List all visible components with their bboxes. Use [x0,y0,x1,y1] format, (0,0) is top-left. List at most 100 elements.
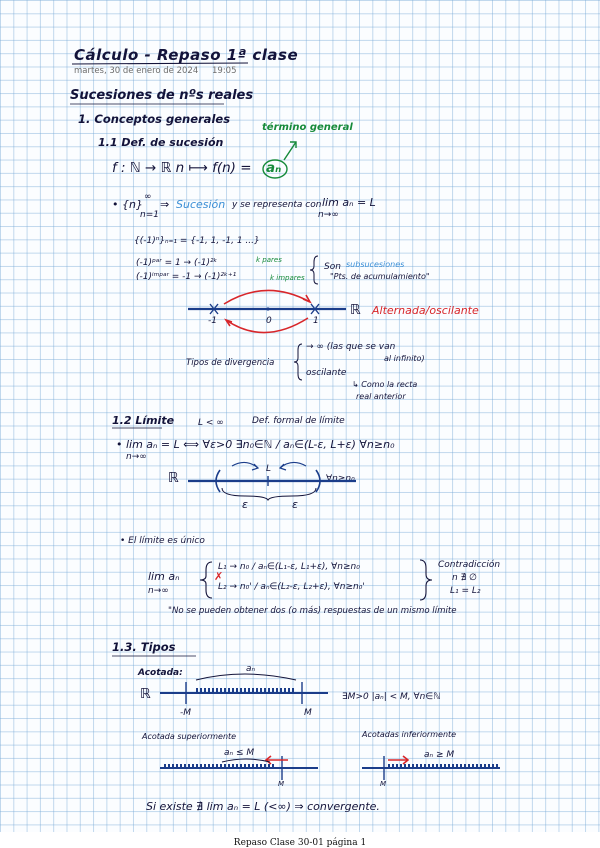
subsection-1-2-heading: 1.2 Límite [112,414,175,427]
interval-right-paren [315,469,321,493]
tick-one: 1 [313,316,319,326]
arc-bottom-head [224,318,233,327]
par-line: (-1)ᵖᵃʳ = 1 → (-1)²ᵏ [136,258,218,268]
uniqueness-right-brace [419,559,433,601]
pts-acumulamiento: "Pts. de acumulamiento" [330,272,430,281]
def-formal-label: Def. formal de límite [252,416,345,426]
bound-ticks [185,682,303,704]
title-underline [71,62,249,65]
sucesion-word: Sucesión [176,198,226,211]
bounded-brace [195,673,297,681]
limit-an-sub: n→∞ [148,586,169,596]
acotada-label: Acotada: [138,668,183,678]
sup-condition: aₙ ≤ M [224,748,255,758]
cross-one [310,303,320,315]
date-stamp: martes, 30 de enero de 2024 [74,66,199,76]
tick-neg-one: -1 [208,316,217,326]
alternada-label: Alternada/oscilante [372,304,479,317]
page-footer: Repaso Clase 30-01 página 1 [233,838,367,848]
forall-n: ∀n≥n₀ [326,474,355,484]
div-recta-b: real anterior [356,392,406,401]
uniqueness-note: "No se pueden obtener dos (o más) respue… [168,606,457,616]
bounded-condition: ∃M>0 |aₙ| < M, ∀n∈ℕ [342,692,441,702]
epsilon-right: ε [292,498,298,511]
axis-label-R: ℝ [350,302,361,318]
contradiccion-3: L₁ = L₂ [450,586,481,596]
div-infinito: → ∞ (las que se van [306,342,396,352]
M-label: M [304,708,312,718]
div-infinito-b: al infinito) [384,354,425,363]
axis-label-R-3: ℝ [140,686,151,702]
approach-right-head [278,463,287,471]
interval-left-paren [215,469,221,493]
limit-definition: • lim aₙ = L ⟺ ∀ε>0 ∃n₀∈ℕ / aₙ∈(L-ε, L+ε… [116,438,395,451]
contradiccion-label: Contradicción [438,560,501,570]
example-set: {(-1)ⁿ}ₙ₌₁ = {-1, 1, -1, 1 ...} [134,236,260,246]
sequence-sup: ∞ [144,192,152,202]
subsection-1-3-heading: 1.3. Tipos [112,640,176,654]
l1-condition: L₁ → n₀ / aₙ∈(L₁-ε, L₁+ε), ∀n≥n₀ [218,562,360,572]
cross-neg-one [209,303,219,315]
sequence-arrow: ⇒ [160,198,170,211]
limit-unique: • El límite es único [120,536,205,546]
approach-right [279,461,307,469]
inf-condition: aₙ ≥ M [424,750,455,760]
termino-general-label: término general [262,122,353,133]
representa-text: y se representa con [232,200,322,210]
div-recta: ↳ Como la recta [352,380,418,389]
arc-bottom [225,317,309,334]
neg-M-label: -M [180,708,192,718]
limit-L-label: L [266,464,272,474]
subsection-1-1-heading: 1.1 Def. de sucesión [98,136,224,149]
limit-condition: L < ∞ [198,418,224,428]
div-oscilante: oscilante [306,368,347,378]
sequence-notation: • {n} [112,198,143,211]
contradiccion-2: n ∄ ∅ [452,573,477,583]
inf-M-label: M [380,780,387,788]
impar-line: (-1)ⁱᵐᵖᵃʳ = -1 → (-1)²ᵏ⁺¹ [136,272,237,282]
upper-brace [221,758,271,763]
lower-red-arrowhead [402,755,410,765]
sequence-sub: n=1 [140,210,159,220]
mapping-formula: f : ℕ → ℝ n ⟼ f(n) = [112,160,252,176]
par-brace [309,255,319,285]
limit-notation: lim aₙ = L [322,196,376,209]
limit-sub: n→∞ [318,210,339,220]
axis-label-R-2: ℝ [168,470,179,486]
divergence-brace [293,343,303,381]
approach-left [231,461,259,469]
section-1-heading: 1. Conceptos generales [78,112,231,126]
par-note: k pares [256,256,282,264]
sup-M-label: M [278,780,285,788]
limit-def-sub: n→∞ [126,452,147,462]
cross-mark: ✗ [214,570,224,583]
epsilon-left: ε [242,498,248,511]
time-stamp: 19:05 [212,66,237,76]
term-arrow [283,141,297,161]
acotada-sup-label: Acotada superiormente [142,732,237,741]
uniqueness-left-brace [199,561,213,599]
epsilon-brace [221,487,317,502]
acotada-inf-label: Acotadas inferiormente [362,730,457,739]
general-term: aₙ [266,160,282,176]
approach-left-head [251,463,260,471]
page-title: Cálculo - Repaso 1ª clase [74,46,299,64]
upper-red-arrowhead [264,755,272,765]
l2-condition: L₂ → n₀' / aₙ∈(L₂-ε, L₂+ε), ∀n≥n₀' [218,582,365,592]
an-label: aₙ [246,664,256,674]
tipos-divergencia: Tipos de divergencia [186,358,275,368]
limit-an: lim aₙ [148,570,180,583]
origin-dot [266,307,270,311]
main-heading: Sucesiones de nºs reales [70,88,254,103]
tick-zero: 0 [266,316,272,326]
term-arrowhead [290,141,297,148]
arc-top [223,289,311,305]
term-circle [262,159,288,179]
son-word: Son [324,262,341,272]
convergence-statement: Si existe ∄ lim aₙ = L (<∞) ⇒ convergent… [146,800,380,813]
arc-top-head [302,294,312,304]
impar-note: k impares [270,274,305,282]
subsucesiones-word: subsucesiones [346,260,405,269]
